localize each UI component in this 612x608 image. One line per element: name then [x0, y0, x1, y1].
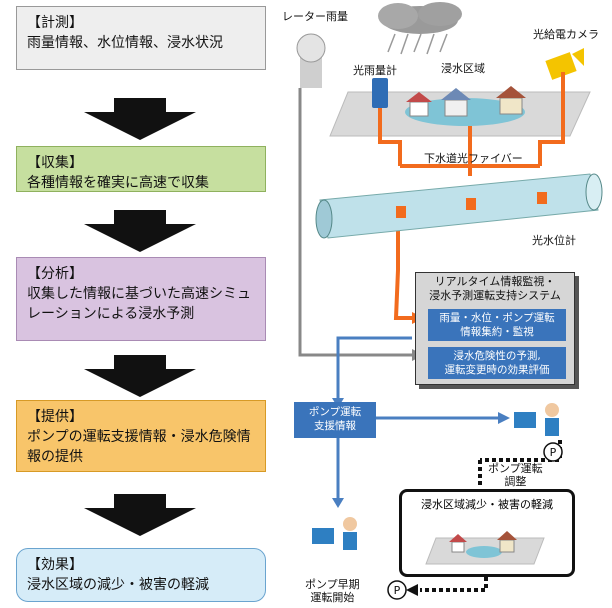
step-analyze-head: 【分析】 [27, 266, 83, 282]
arrow-down-1 [84, 98, 196, 140]
step-effect-body: 浸水区域の減少・被害の軽減 [27, 577, 209, 593]
step-analyze: 【分析】 収集した情報に基づいた高速シミュレーションによる浸水予測 [16, 257, 266, 341]
step-measure-head: 【計測】 [27, 15, 83, 31]
radar-dish-icon [296, 33, 326, 88]
arrow-down-4 [84, 494, 196, 536]
system-illustration: P P [296, 2, 603, 600]
step-measure-body: 雨量情報、水位情報、浸水状況 [27, 35, 223, 51]
label-optical-rain-gauge: 光雨量計 [353, 64, 397, 77]
rain-gauge-icon [372, 78, 388, 108]
arrow-down-2 [84, 210, 196, 252]
system-predict-box: 浸水危険性の予測, 運転変更時の効果評価 [428, 347, 566, 379]
system-monitor-box: 雨量・水位・ポンプ運転 情報集約・監視 [428, 309, 566, 341]
system-sub1-line2: 情報集約・監視 [460, 326, 534, 338]
arrow-down-3 [84, 355, 196, 397]
sewer-pipe-icon [315, 173, 603, 239]
label-optical-water-gauge: 光水位計 [532, 234, 576, 247]
pump-support-line1: ポンプ運転 [308, 406, 362, 418]
operator-icon-2 [312, 517, 357, 550]
step-measure: 【計測】 雨量情報、水位情報、浸水状況 [16, 6, 266, 70]
system-title-line2: 浸水予測運転支持システム [429, 289, 561, 302]
step-effect-head: 【効果】 [27, 557, 83, 573]
pump-adjust-line2: 調整 [504, 475, 527, 488]
camera-icon [545, 48, 584, 80]
early-start-line1: ポンプ早期 [305, 578, 360, 591]
pump-p-label-1: P [550, 446, 557, 459]
label-radar-rain: レーター雨量 [282, 10, 348, 23]
operator-icon-1 [514, 403, 559, 436]
pump-p-circle-1 [543, 442, 563, 462]
step-provide-body: ポンプの運転支援情報・浸水危険情報の提供 [27, 429, 251, 465]
pump-support-line2: 支援情報 [314, 420, 356, 432]
label-optical-power-camera: 光給電カメラ [533, 28, 599, 41]
step-effect: 【効果】 浸水区域の減少・被害の軽減 [16, 548, 266, 602]
system-sub2-line2: 運転変更時の効果評価 [444, 364, 550, 376]
step-analyze-body: 収集した情報に基づいた高速シミュレーションによる浸水予測 [27, 286, 251, 322]
pump-p-circle-2 [387, 580, 407, 600]
label-sewer-fiber: 下水道光ファイバー [424, 152, 523, 165]
rain-cloud-icon [378, 2, 462, 55]
pump-p-label-2: P [394, 584, 401, 597]
label-flood-area: 浸水区域 [441, 62, 485, 75]
pump-support-box: ポンプ運転 支援情報 [294, 402, 376, 438]
pump-adjust-line1: ポンプ運転 [488, 462, 543, 475]
step-collect: 【収集】 各種情報を確実に高速で収集 [16, 146, 266, 192]
system-sub1-line1: 雨量・水位・ポンプ運転 [439, 312, 555, 324]
effect-frame-title: 浸水区域減少・被害の軽減 [421, 498, 553, 511]
system-sub2-line1: 浸水危険性の予測, [453, 350, 541, 362]
effect-frame: 浸水区域減少・被害の軽減 [399, 489, 575, 577]
early-start-line2: 運転開始 [310, 591, 355, 604]
system-title-line1: リアルタイム情報監視・ [434, 275, 556, 288]
step-collect-body: 各種情報を確実に高速で収集 [27, 175, 209, 191]
realtime-system-box: リアルタイム情報監視・ 浸水予測運転支持システム 雨量・水位・ポンプ運転 情報集… [415, 272, 575, 385]
step-provide-head: 【提供】 [27, 409, 83, 425]
step-provide: 【提供】 ポンプの運転支援情報・浸水危険情報の提供 [16, 400, 266, 472]
pump-adjust-label: ポンプ運転 調整 [488, 462, 543, 488]
reduced-flood-icon [425, 531, 545, 565]
houses-icon [406, 86, 526, 117]
early-start-label: ポンプ早期 運転開始 [305, 578, 360, 604]
step-collect-head: 【収集】 [27, 155, 83, 171]
